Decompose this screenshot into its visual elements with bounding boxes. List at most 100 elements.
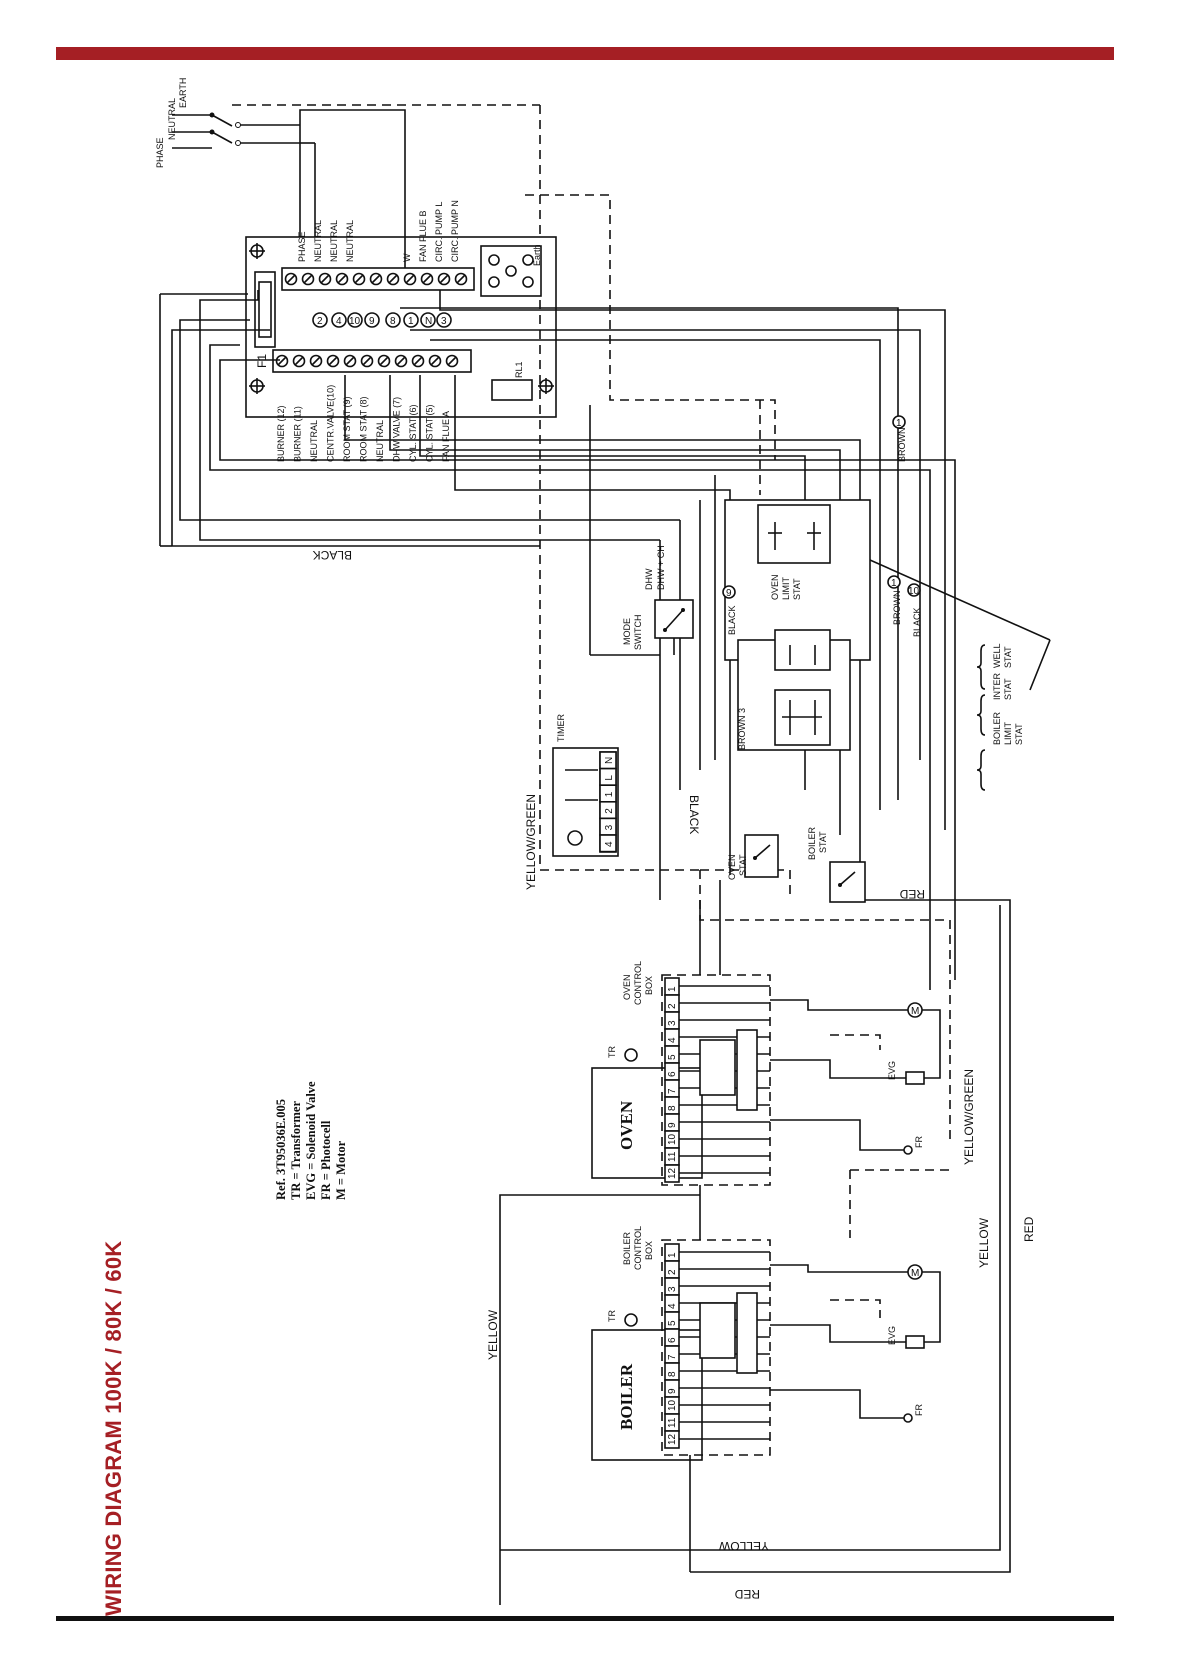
- tt-label-4: W: [402, 253, 412, 262]
- bottom-black-rule: [56, 1616, 1114, 1621]
- tb-label-9: CYL. STAT (5): [425, 404, 435, 462]
- oven-terminals-terminal-12: 12: [667, 1167, 678, 1179]
- tb-label-0: BURNER (12): [276, 405, 286, 462]
- mode-switch: [654, 599, 694, 655]
- oven-stat: OVEN STAT: [727, 834, 779, 880]
- tb-label-8: CYL. STAT (6): [408, 404, 418, 462]
- svg-text:10: 10: [349, 316, 361, 327]
- svg-text:BOILER: BOILER: [807, 826, 817, 860]
- timer-terminal-L: L: [604, 775, 615, 781]
- mode-switch-options: DHW DHW + CH: [644, 545, 666, 590]
- top-red-rule: [56, 47, 1114, 60]
- boiler-stat: BOILER STAT: [807, 826, 866, 903]
- connector-4: 4: [331, 312, 347, 328]
- connector-10: 10: [347, 312, 363, 328]
- oven-box-label-1: CONTROL: [633, 961, 643, 1005]
- svg-text:DHW: DHW: [644, 568, 654, 590]
- boiler-terminals-terminal-1: 1: [667, 1252, 678, 1258]
- tt-label-5: FAN FLUE B: [418, 210, 428, 262]
- svg-text:1: 1: [891, 578, 897, 589]
- svg-text:STAT: STAT: [1003, 646, 1013, 668]
- oven-terminals-terminal-8: 8: [667, 1105, 678, 1111]
- tt-label-2: NEUTRAL: [329, 220, 339, 262]
- boiler-terminals-terminal-8: 8: [667, 1371, 678, 1377]
- boiler-terminals-terminal-10: 10: [667, 1399, 678, 1411]
- svg-text:SWITCH: SWITCH: [633, 615, 643, 651]
- wire-label-brown-1b: BROWN: [897, 428, 907, 463]
- svg-text:9: 9: [369, 316, 375, 327]
- wire-label-yellow-green-1: YELLOW/GREEN: [524, 794, 538, 890]
- wire-label-red-3: RED: [734, 1587, 760, 1601]
- connector-3: 3: [436, 312, 452, 328]
- terminal-strip-top: [281, 267, 475, 291]
- svg-text:9: 9: [726, 588, 732, 599]
- tt-label-6: CIRC. PUMP L: [434, 202, 444, 262]
- wire-label-yellow-3: YELLOW: [718, 1539, 769, 1553]
- boiler-terminals-terminal-9: 9: [667, 1388, 678, 1394]
- timer-terminal-N: N: [604, 757, 615, 764]
- svg-text:DHW + CH: DHW + CH: [656, 545, 666, 590]
- svg-text:LIMIT: LIMIT: [781, 576, 791, 600]
- relay-label: RL1: [514, 361, 524, 378]
- svg-text:1: 1: [408, 316, 414, 327]
- wire-label-yellow-2: YELLOW: [977, 1217, 991, 1268]
- oven-terminals-terminal-10: 10: [667, 1133, 678, 1145]
- legend: Ref. 3T95036E.005 TR = Transformer EVG =…: [274, 1081, 348, 1200]
- tt-label-1: NEUTRAL: [313, 220, 323, 262]
- connector-2: 2: [312, 312, 328, 328]
- svg-text:BOILER: BOILER: [992, 711, 1002, 745]
- boiler-terminals-terminal-7: 7: [667, 1354, 678, 1360]
- tb-label-5: ROOM STAT (8): [359, 396, 369, 462]
- svg-text:M: M: [911, 1006, 919, 1017]
- boiler-box-label-0: BOILER: [622, 1231, 632, 1265]
- oven-box-label-2: BOX: [644, 976, 654, 995]
- boiler-terminals-terminal-11: 11: [667, 1417, 678, 1428]
- wire-tag-9: 9: [722, 585, 736, 599]
- boiler-box-label-1: CONTROL: [633, 1226, 643, 1270]
- timer-terminal-2: 2: [604, 808, 615, 814]
- svg-text:10: 10: [908, 586, 920, 597]
- boiler-terminals-terminal-5: 5: [667, 1320, 678, 1326]
- svg-text:STAT: STAT: [792, 578, 802, 600]
- oven-terminals-terminal-5: 5: [667, 1054, 678, 1060]
- connector-9: 9: [364, 312, 380, 328]
- oven-terminals-terminal-2: 2: [667, 1003, 678, 1009]
- boiler-terminals-terminal-12: 12: [667, 1433, 678, 1445]
- svg-text:N: N: [425, 316, 432, 327]
- svg-text:FR: FR: [914, 1404, 924, 1416]
- svg-text:OVEN: OVEN: [727, 854, 737, 880]
- svg-text:M: M: [911, 1268, 919, 1279]
- oven-terminals-terminal-7: 7: [667, 1088, 678, 1094]
- terminal-strip-bottom: [272, 349, 472, 373]
- oven-limit-stat-label: OVEN LIMIT STAT: [770, 574, 802, 600]
- tb-label-4: ROOM STAT (9): [342, 396, 352, 462]
- mode-switch-labels: MODE SWITCH: [622, 615, 643, 651]
- boiler-terminals-terminal-2: 2: [667, 1269, 678, 1275]
- tb-label-2: NEUTRAL: [309, 420, 319, 462]
- connector-N: N: [420, 312, 436, 328]
- timer-terminal-4: 4: [604, 841, 615, 847]
- wire-label-black-9: BLACK: [727, 605, 737, 635]
- oven-terminals-terminal-3: 3: [667, 1020, 678, 1026]
- tb-label-6: NEUTRAL: [375, 420, 385, 462]
- wire-tag-1b: 1: [892, 415, 906, 429]
- wire-tag-10: 10: [907, 583, 921, 597]
- wire-label-brown-3: BROWN 3: [737, 708, 747, 750]
- neutral-label: NEUTRAL: [167, 98, 177, 140]
- svg-text:WELL: WELL: [992, 643, 1002, 668]
- stat-braces: [869, 559, 1051, 791]
- svg-text:EVG: EVG: [887, 1326, 897, 1345]
- svg-text:2: 2: [317, 316, 323, 327]
- supply-labels: PHASE NEUTRAL EARTH: [155, 78, 188, 168]
- timer-terminal-3: 3: [604, 824, 615, 830]
- svg-text:MODE: MODE: [622, 618, 632, 645]
- svg-text:8: 8: [390, 316, 396, 327]
- oven-terminals-terminal-6: 6: [667, 1071, 678, 1077]
- connector-8: 8: [385, 312, 401, 328]
- wire-label-yellow-1: YELLOW: [486, 1309, 500, 1360]
- tb-label-10: FAN FLUE A: [441, 411, 451, 462]
- svg-text:STAT: STAT: [1003, 678, 1013, 700]
